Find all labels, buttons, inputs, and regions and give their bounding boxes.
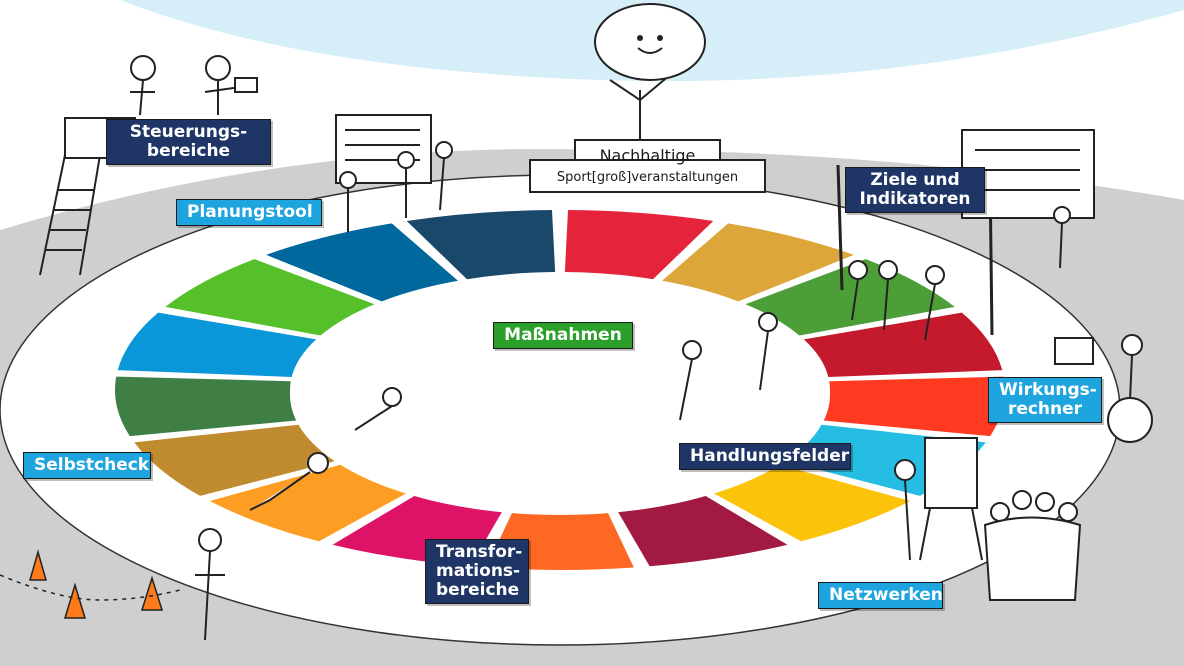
label-handlungsfelder[interactable]: Handlungsfelder xyxy=(679,443,851,470)
track-segment xyxy=(209,462,414,542)
label-planungstool[interactable]: Planungstool xyxy=(176,199,322,226)
track-segment xyxy=(706,462,911,542)
track-segment xyxy=(266,223,458,302)
coach-icon xyxy=(195,528,225,641)
planning-board-icon xyxy=(335,114,453,232)
track-segment xyxy=(820,376,1006,437)
track-segment xyxy=(406,210,556,280)
inner-field xyxy=(290,275,830,515)
label-wirkungsrechner[interactable]: Wirkungs- rechner xyxy=(988,377,1102,423)
sky xyxy=(0,0,1184,82)
runners-icon xyxy=(249,260,945,511)
traffic-cone-icon xyxy=(0,549,181,619)
track-segment xyxy=(165,259,375,336)
track-segment xyxy=(803,312,1003,377)
podium-icon xyxy=(529,139,766,193)
track-segment xyxy=(564,210,714,280)
track-segment xyxy=(662,223,854,302)
wheelchair-user-icon xyxy=(1054,334,1153,443)
podium-title: Nachhaltige xyxy=(599,146,696,165)
label-netzwerken[interactable]: Netzwerken xyxy=(818,582,943,609)
label-steuerungsbereiche[interactable]: Steuerungs- bereiche xyxy=(106,119,271,165)
smiling-tree-icon xyxy=(594,3,706,140)
track-segment xyxy=(134,424,342,496)
flipchart-presenter-icon xyxy=(894,437,983,561)
label-selbstcheck[interactable]: Selbstcheck xyxy=(23,452,151,479)
group-huddle-icon xyxy=(983,490,1082,601)
label-ziele-und-indikatoren[interactable]: Ziele und Indikatoren xyxy=(845,167,985,213)
track-segment xyxy=(745,259,955,336)
track-segment xyxy=(117,312,317,377)
label-transformationsbereiche[interactable]: Transfor- mations- bereiche xyxy=(425,539,529,604)
label-massnahmen[interactable]: Maßnahmen xyxy=(493,322,633,349)
track-segment xyxy=(614,491,788,567)
podium-subtitle: Sport[groß]veranstaltungen xyxy=(556,170,739,185)
track-segment xyxy=(115,376,300,437)
